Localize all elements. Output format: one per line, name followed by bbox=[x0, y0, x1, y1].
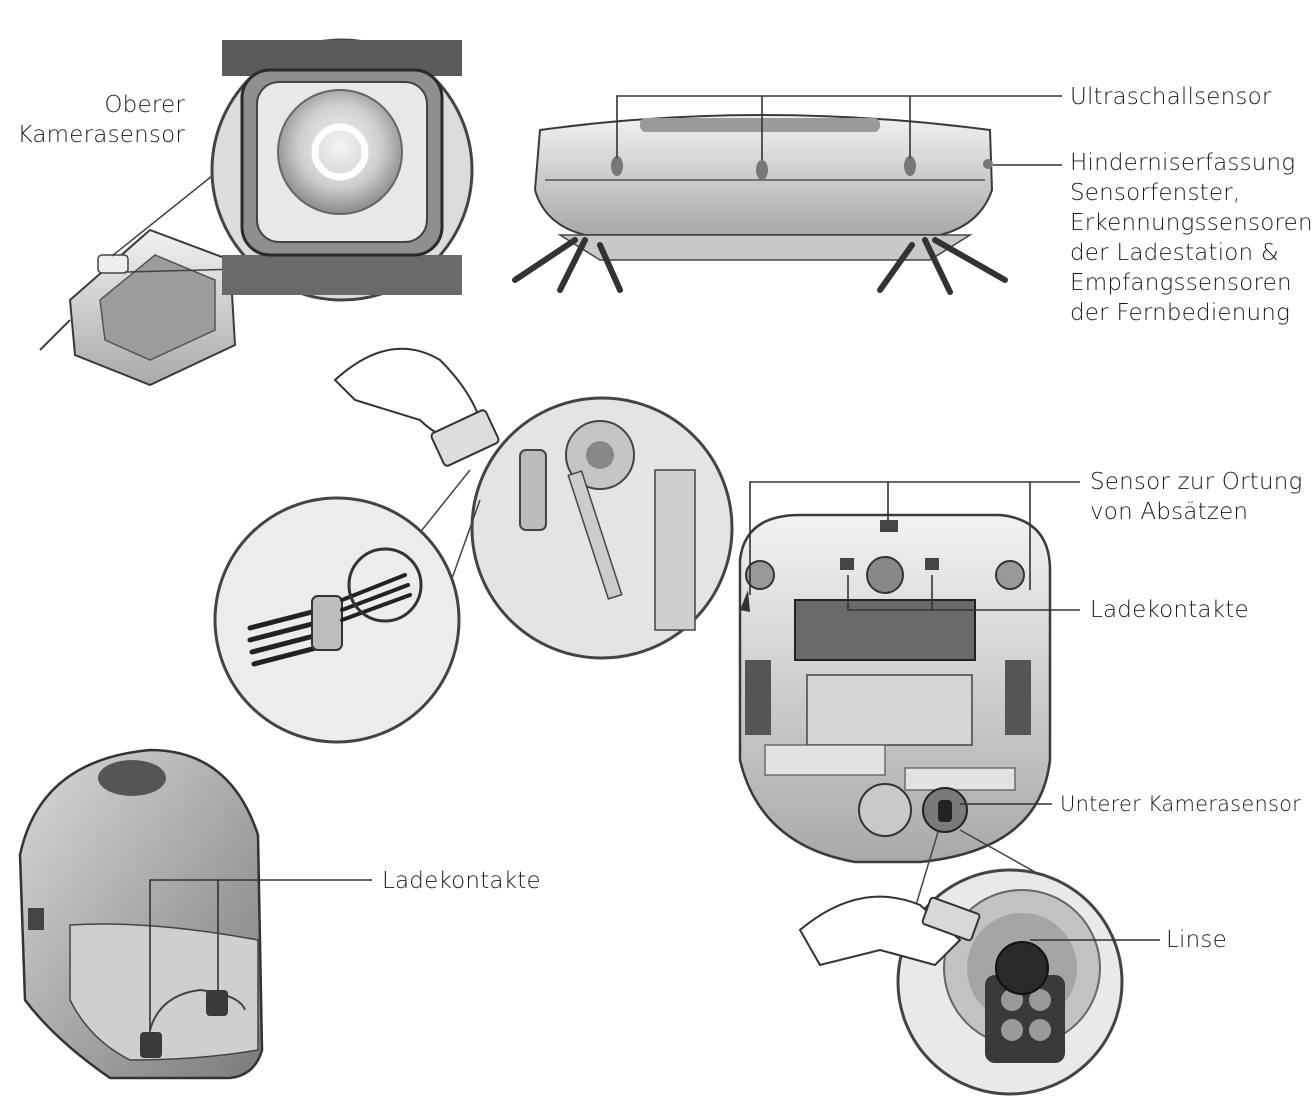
top-camera-window bbox=[97, 254, 129, 274]
label-cliff-line2: von Absätzen bbox=[1090, 499, 1249, 525]
label-cliff-sensor: Sensor zur Ortung von Absätzen bbox=[1090, 467, 1303, 527]
label-obstacle-line1: Hinderniserfassung bbox=[1070, 150, 1296, 176]
label-charging-contacts-station: Ladekontakte bbox=[382, 868, 541, 894]
label-obstacle-line3: Erkennungssensoren bbox=[1070, 210, 1312, 236]
label-top-camera-line2: Kamerasensor bbox=[17, 122, 185, 148]
label-cliff-line1: Sensor zur Ortung bbox=[1090, 469, 1303, 495]
robot-front-view bbox=[512, 114, 1008, 295]
station-contact-right bbox=[206, 990, 228, 1016]
cliff-sensor-center bbox=[880, 520, 898, 532]
label-obstacle-line5: Empfangssensoren bbox=[1070, 270, 1292, 296]
label-obstacle-line6: der Fernbedienung bbox=[1070, 300, 1291, 326]
label-top-camera-sensor: Oberer Kamerasensor bbox=[0, 90, 185, 150]
ultrasonic-sensor-left bbox=[611, 156, 623, 176]
label-ultrasonic-sensor: Ultraschallsensor bbox=[1070, 84, 1272, 110]
label-obstacle-window: Hinderniserfassung Sensorfenster, Erkenn… bbox=[1070, 148, 1312, 328]
label-bottom-camera-sensor: Unterer Kamerasensor bbox=[1060, 792, 1301, 816]
lens-element bbox=[995, 941, 1049, 995]
label-charging-contacts-robot: Ladekontakte bbox=[1090, 597, 1249, 623]
obstacle-sensor-window bbox=[983, 159, 993, 169]
label-obstacle-line2: Sensorfenster, bbox=[1070, 180, 1241, 206]
station-contact-left bbox=[140, 1032, 162, 1058]
ultrasonic-sensor-right bbox=[904, 156, 916, 176]
robot-bottom-view bbox=[738, 513, 1052, 864]
robot-top-view bbox=[39, 228, 237, 387]
lens-zoom bbox=[798, 829, 1124, 1096]
cleaning-brush-illustration bbox=[213, 347, 734, 744]
ultrasonic-sensor-center bbox=[756, 160, 768, 180]
charging-station bbox=[18, 748, 264, 1080]
label-top-camera-line1: Oberer bbox=[104, 92, 185, 118]
label-obstacle-line4: der Ladestation & bbox=[1070, 240, 1279, 266]
top-camera-zoom bbox=[111, 38, 474, 302]
main-brush bbox=[794, 599, 976, 661]
callout-lines bbox=[149, 95, 1160, 1035]
label-lens: Linse bbox=[1166, 927, 1227, 953]
